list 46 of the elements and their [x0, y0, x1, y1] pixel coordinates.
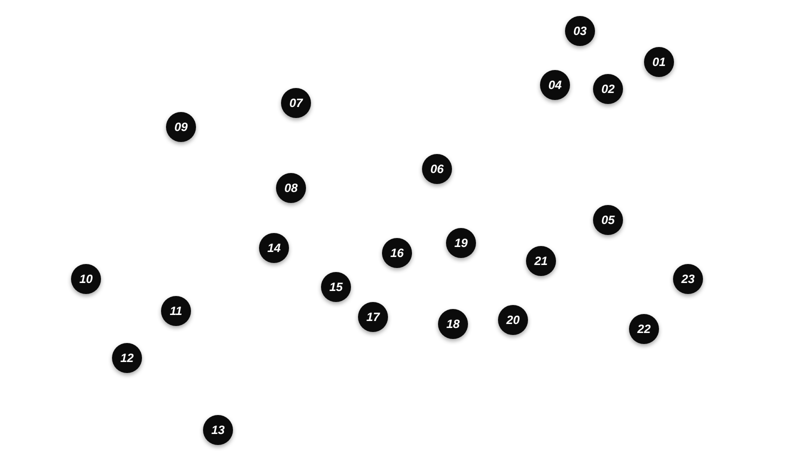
callout-number: 06: [430, 163, 444, 175]
callout-marker: [498, 305, 528, 335]
callout-number: 07: [289, 97, 303, 109]
callout-marker: [112, 343, 142, 373]
callout-marker: [565, 16, 595, 46]
callout-marker: [358, 302, 388, 332]
callout-marker: [422, 154, 452, 184]
callout-marker: [259, 233, 289, 263]
callout-number: 05: [601, 214, 615, 226]
callout-number: 19: [454, 237, 468, 249]
callout-number: 18: [446, 318, 460, 330]
callout-number: 04: [548, 79, 562, 91]
callout-number: 13: [211, 424, 225, 436]
callout-marker: [166, 112, 196, 142]
callout-number: 14: [267, 242, 281, 254]
callout-number: 23: [681, 273, 695, 285]
callout-marker: [203, 415, 233, 445]
callout-number: 02: [601, 83, 615, 95]
callout-marker: [526, 246, 556, 276]
callout-marker: [593, 74, 623, 104]
callout-number: 03: [573, 25, 587, 37]
callout-number: 09: [174, 121, 188, 133]
callout-marker: [161, 296, 191, 326]
callout-marker: [71, 264, 101, 294]
callout-number: 22: [637, 323, 651, 335]
callout-number: 20: [506, 314, 520, 326]
callout-number: 11: [170, 305, 182, 317]
callout-marker: [593, 205, 623, 235]
callout-number: 16: [390, 247, 404, 259]
callout-number: 21: [534, 255, 548, 267]
callout-marker: [321, 272, 351, 302]
callout-number: 15: [329, 281, 343, 293]
callout-marker: [281, 88, 311, 118]
callout-number: 12: [120, 352, 134, 364]
callout-marker: [276, 173, 306, 203]
callout-marker: [382, 238, 412, 268]
callout-number: 10: [79, 273, 93, 285]
callout-marker: [438, 309, 468, 339]
callout-marker: [629, 314, 659, 344]
callout-marker: [644, 47, 674, 77]
callout-number: 08: [284, 182, 298, 194]
callout-number: 01: [652, 56, 666, 68]
callout-marker: [673, 264, 703, 294]
callout-marker: [446, 228, 476, 258]
callout-number: 17: [366, 311, 380, 323]
callout-marker: [540, 70, 570, 100]
